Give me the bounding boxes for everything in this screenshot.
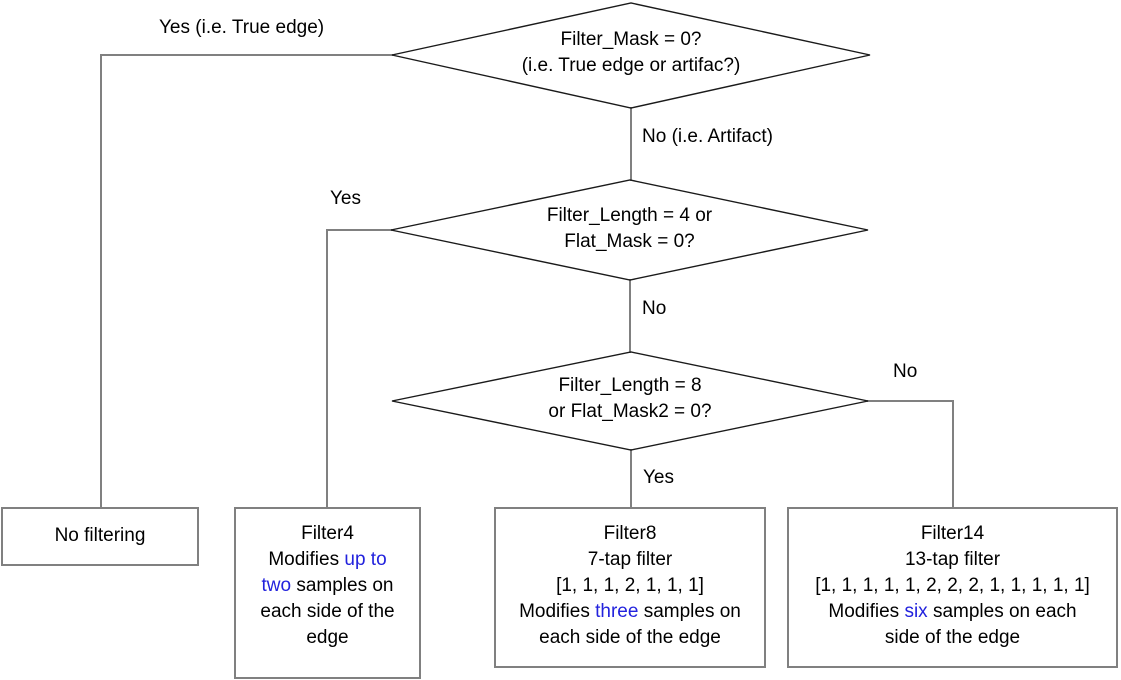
edge-label-d2-yes: Yes (330, 188, 361, 209)
plain-text: each side of the (260, 601, 395, 622)
terminal-line: [1, 1, 1, 1, 1, 2, 2, 2, 1, 1, 1, 1, 1] (790, 573, 1115, 599)
decision-3-line2: or Flat_Mask2 = 0? (548, 401, 712, 422)
decision-2-line1: Filter_Length = 4 or (546, 205, 713, 226)
terminal-line: No filtering (2, 523, 198, 549)
edge-label-d3-no: No (893, 361, 918, 382)
decision-2-text: Filter_Length = 4 or Flat_Mask = 0? (391, 203, 868, 255)
plain-text: 7-tap filter (587, 549, 673, 570)
terminal-line: each side of the (237, 599, 418, 625)
terminal-line: edge (237, 625, 418, 651)
decision-2-line2: Flat_Mask = 0? (564, 231, 695, 252)
terminal-text-filter14: Filter14 13-tap filter [1, 1, 1, 1, 1, 2, … (790, 521, 1115, 651)
plain-text: 13-tap filter (904, 549, 1001, 570)
decision-1-text: Filter_Mask = 0? (i.e. True edge or arti… (392, 27, 870, 79)
terminal-line: Modifies up to (237, 547, 418, 573)
decision-1-line2: (i.e. True edge or artifac?) (521, 55, 741, 76)
decision-3-text: Filter_Length = 8 or Flat_Mask2 = 0? (392, 373, 868, 425)
terminal-box-filter4 (234, 507, 421, 679)
terminal-line: Filter8 (497, 521, 763, 547)
plain-text: Modifies (519, 601, 596, 622)
decision-diamond-2 (390, 179, 869, 281)
plain-text: each side of the edge (539, 627, 721, 648)
plain-text: Filter8 (603, 523, 657, 544)
plain-text: Modifies (828, 601, 905, 622)
terminal-line: two samples on (237, 573, 418, 599)
plain-text: samples on (291, 575, 394, 596)
plain-text: Filter14 (920, 523, 985, 544)
terminal-line: 7-tap filter (497, 547, 763, 573)
terminal-box-filter14 (787, 507, 1118, 668)
decision-diamond-3 (391, 351, 869, 451)
connector-d1-yes (100, 54, 393, 509)
plain-text: side of the edge (884, 627, 1021, 648)
terminal-text-filter8: Filter8 7-tap filter [1, 1, 1, 2, 1, 1, 1]… (497, 521, 763, 651)
terminal-line: Filter4 (237, 521, 418, 547)
plain-text: No filtering (54, 525, 146, 546)
plain-text: [1, 1, 1, 2, 1, 1, 1] (556, 575, 704, 596)
highlighted-text: up to (344, 549, 387, 570)
highlighted-text: two (261, 575, 292, 596)
plain-text: samples on (638, 601, 741, 622)
highlighted-text: six (904, 601, 928, 622)
connector-d3-no (867, 400, 954, 509)
terminal-box-filter8 (494, 507, 766, 668)
plain-text: samples on each (927, 601, 1077, 622)
connector-d2-yes (326, 229, 392, 509)
edge-label-d1-no: No (i.e. Artifact) (642, 126, 773, 147)
terminal-line: Modifies three samples on (497, 599, 763, 625)
plain-text: Modifies (268, 549, 345, 570)
decision-3-line1: Filter_Length = 8 (558, 375, 702, 396)
terminal-line: [1, 1, 1, 2, 1, 1, 1] (497, 573, 763, 599)
decision-diamond-1 (391, 2, 871, 109)
edge-label-d1-yes: Yes (i.e. True edge) (159, 17, 325, 38)
plain-text: Filter4 (301, 523, 354, 544)
terminal-line: Modifies six samples on each (790, 599, 1115, 625)
terminal-box-no-filtering (1, 507, 199, 566)
edge-label-d3-yes: Yes (643, 467, 674, 488)
terminal-text-no-filtering: No filtering (2, 523, 198, 549)
terminal-line: each side of the edge (497, 625, 763, 651)
terminal-line: side of the edge (790, 625, 1115, 651)
plain-text: edge (306, 627, 349, 648)
decision-1-line1: Filter_Mask = 0? (560, 29, 702, 50)
highlighted-text: three (595, 601, 639, 622)
plain-text: [1, 1, 1, 1, 1, 2, 2, 2, 1, 1, 1, 1, 1] (815, 575, 1090, 596)
terminal-line: Filter14 (790, 521, 1115, 547)
terminal-line: 13-tap filter (790, 547, 1115, 573)
edge-label-d2-no: No (642, 298, 667, 319)
